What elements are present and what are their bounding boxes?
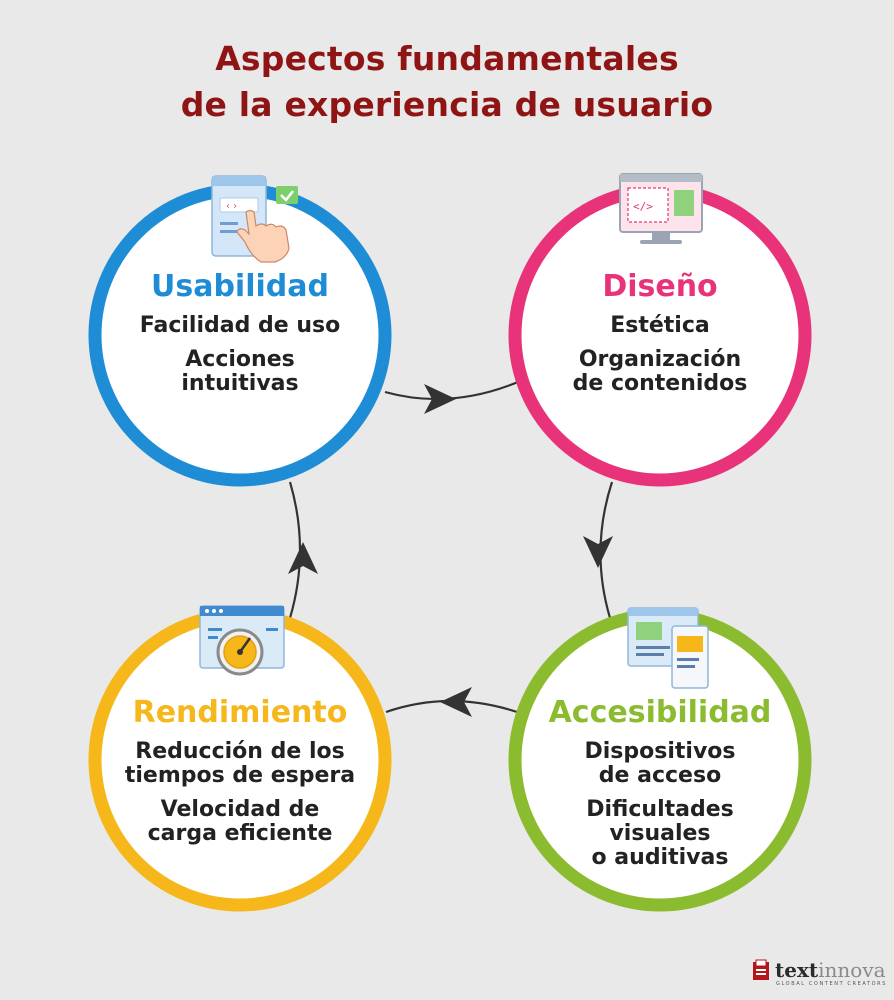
rendimiento-heading: Rendimiento (132, 695, 348, 730)
responsive-devices-icon (627, 607, 709, 689)
title-line-1: Aspectos fundamentales (215, 39, 679, 78)
title-line-2: de la experiencia de usuario (180, 85, 714, 124)
connector-rendimiento-usabilidad (288, 481, 302, 619)
logo-tagline: GLOBAL CONTENT CREATORS (776, 981, 888, 987)
connector-usabilidad-diseno (384, 380, 519, 401)
rendimiento-node: Rendimiento Reducción de los tiempos de … (95, 694, 385, 856)
arrowheads (288, 384, 613, 717)
touch-screen-icon: ‹ › (211, 175, 298, 263)
accesibilidad-item-1: Dispositivos de acceso (584, 739, 736, 788)
diseno-item-1: Estética (610, 313, 710, 338)
accesibilidad-node: Accesibilidad Dispositivos de acceso Dif… (515, 694, 805, 880)
arrowhead-up (288, 542, 318, 574)
accesibilidad-heading: Accesibilidad (548, 695, 772, 730)
arrowhead-right (424, 384, 456, 414)
diseno-item-2: Organización de contenidos (572, 347, 748, 396)
usabilidad-node: Usabilidad Facilidad de uso Acciones int… (95, 268, 385, 406)
arrowhead-down (583, 536, 613, 568)
rendimiento-item-2: Velocidad de carga eficiente (147, 797, 333, 846)
textinnova-logo: textinnova GLOBAL CONTENT CREATORS (752, 955, 888, 987)
diagram-title: Aspectos fundamentales de la experiencia… (0, 36, 894, 128)
logo-text-light: innova (818, 958, 886, 982)
diseno-heading: Diseño (602, 269, 718, 304)
speed-gauge-icon (199, 605, 285, 676)
usabilidad-item-2: Acciones intuitivas (181, 347, 299, 396)
logo-text-bold: text (775, 958, 819, 982)
svg-text:</>: </> (633, 200, 653, 213)
arrowhead-left (440, 687, 472, 717)
svg-text:‹ ›: ‹ › (226, 201, 237, 212)
usabilidad-heading: Usabilidad (151, 269, 329, 304)
book-logo-icon (753, 959, 769, 980)
rendimiento-item-1: Reducción de los tiempos de espera (124, 739, 356, 788)
accesibilidad-item-2: Dificultades visuales o auditivas (586, 797, 734, 870)
code-monitor-icon: </> (619, 173, 703, 244)
usabilidad-item-1: Facilidad de uso (139, 313, 341, 338)
diseno-node: Diseño Estética Organización de contenid… (515, 268, 805, 406)
logo-wordmark: textinnova (775, 958, 886, 982)
